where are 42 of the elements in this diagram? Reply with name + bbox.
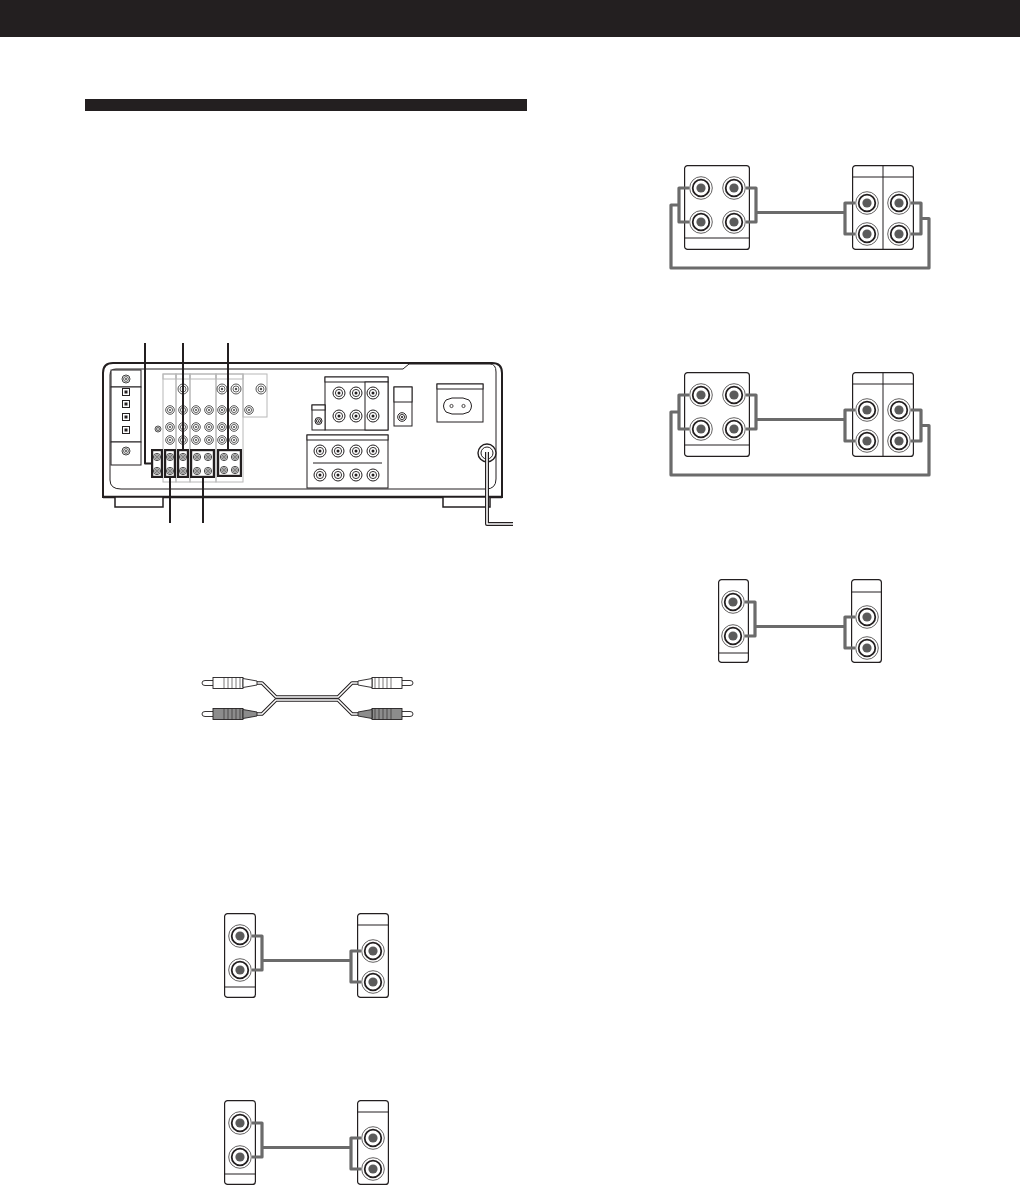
audio-cable (669, 393, 931, 477)
jack-pair-drawing (721, 590, 745, 648)
audio-cable (743, 600, 857, 650)
leader-line (169, 477, 171, 524)
jack-terminal-group (217, 449, 242, 477)
jack-terminal-group (190, 449, 215, 478)
jack-panel (718, 579, 749, 663)
jack-panel (852, 165, 914, 250)
jack-panel (357, 913, 389, 998)
jack-pair-drawing (887, 191, 911, 246)
jack-pair-drawing (887, 398, 911, 453)
jack-pair-drawing (361, 939, 385, 994)
jack-pair-drawing (689, 176, 713, 234)
leader-line (144, 342, 152, 465)
jack-pair-drawing (689, 383, 713, 441)
jack-panel (684, 165, 750, 250)
jack-pair-drawing (228, 924, 252, 982)
jack-pair-drawing (855, 191, 879, 246)
leader-line (202, 477, 204, 524)
jack-terminal-group (177, 449, 189, 478)
leader-line (182, 342, 184, 450)
leader-line (227, 342, 229, 450)
jack-pair-drawing (722, 176, 746, 234)
audio-cable (250, 1121, 363, 1171)
jack-panel (224, 913, 256, 998)
jack-pair-drawing (228, 1111, 252, 1169)
audio-cable (744, 186, 857, 236)
audio-cable (744, 393, 857, 443)
receiver-rear-panel (103, 360, 513, 527)
jack-panel (851, 579, 882, 663)
jack-panel (224, 1100, 256, 1185)
jack-terminal-group (151, 449, 163, 478)
jack-pair-drawing (855, 398, 879, 453)
jack-panel (852, 372, 914, 457)
jack-panel (684, 372, 750, 457)
audio-cable (669, 186, 931, 270)
jack-terminal-group (164, 449, 176, 478)
audio-cable (250, 934, 363, 984)
jack-pair-drawing (361, 1126, 385, 1181)
jack-panel (357, 1100, 389, 1185)
jack-pair-drawing (722, 383, 746, 441)
jack-pair-drawing (855, 605, 879, 660)
